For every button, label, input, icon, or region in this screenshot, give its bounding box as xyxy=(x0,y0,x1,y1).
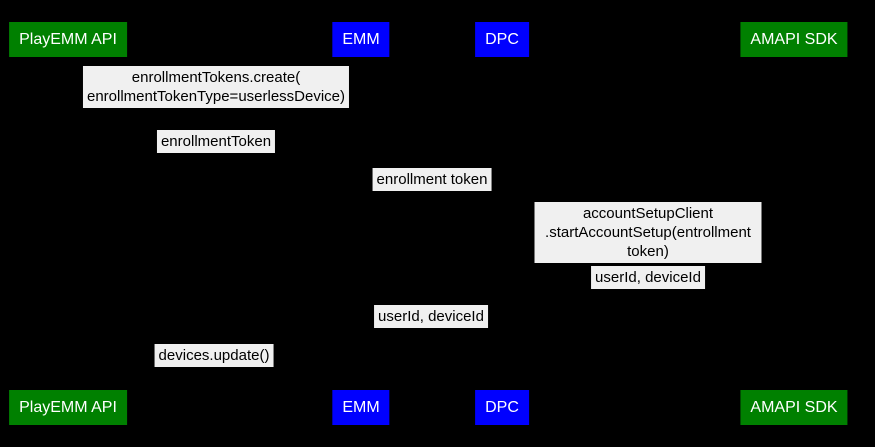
message-start-account-setup: accountSetupClient .startAccountSetup(en… xyxy=(534,202,762,263)
actor-emm-bottom: EMM xyxy=(332,390,390,425)
message-enrollment-token-to-dpc: enrollment token xyxy=(372,168,492,191)
lifeline-amapi-sdk xyxy=(794,57,795,390)
actor-playemm-api-bottom: PlayEMM API xyxy=(9,390,127,425)
actor-playemm-api-top: PlayEMM API xyxy=(9,22,127,57)
message-userid-deviceid-to-emm: userId, deviceId xyxy=(374,305,488,328)
message-userid-deviceid-to-dpc: userId, deviceId xyxy=(591,266,705,289)
lifeline-dpc xyxy=(502,57,503,390)
lifeline-playemm-api xyxy=(68,57,69,390)
message-enrollment-tokens-create: enrollmentTokens.create( enrollmentToken… xyxy=(82,66,350,108)
message-enrollment-token-return: enrollmentToken xyxy=(156,130,276,153)
message-devices-update: devices.update() xyxy=(154,344,274,367)
actor-amapi-sdk-bottom: AMAPI SDK xyxy=(740,390,848,425)
actor-dpc-top: DPC xyxy=(475,22,529,57)
actor-emm-top: EMM xyxy=(332,22,390,57)
lifeline-emm xyxy=(361,57,362,390)
actor-amapi-sdk-top: AMAPI SDK xyxy=(740,22,848,57)
actor-dpc-bottom: DPC xyxy=(475,390,529,425)
